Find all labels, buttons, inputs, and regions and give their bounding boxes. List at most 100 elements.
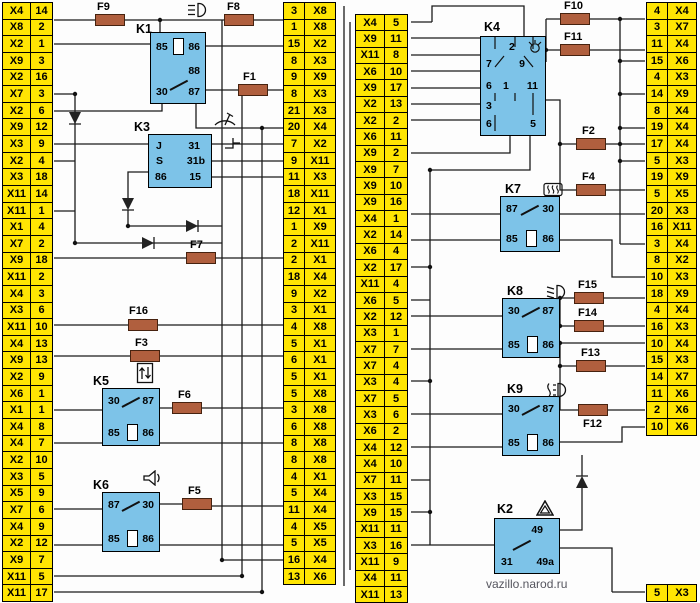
- pin-cell: X9: [304, 218, 336, 236]
- pin-cell: X1: [304, 351, 336, 370]
- relay-pin: 30: [156, 85, 168, 98]
- relay-contact: [521, 306, 541, 318]
- pin-cell: 5: [384, 389, 408, 408]
- pin-cell: X4: [667, 2, 697, 20]
- fuse-f7: [186, 252, 216, 264]
- watermark-text: vazillo.narod.ru: [486, 577, 568, 591]
- pin-cell: X4: [667, 135, 697, 153]
- pin-cell: 5: [384, 291, 408, 310]
- pin-cell: 8: [283, 434, 305, 453]
- relay-contact: [121, 396, 141, 408]
- relay-coil: [173, 38, 184, 55]
- pin-cell: X9: [667, 284, 697, 303]
- pin-cell: X3: [667, 318, 697, 336]
- pin-cell: 1: [384, 210, 408, 228]
- fuse-f1: [238, 84, 268, 96]
- pin-cell: 9: [30, 484, 53, 503]
- fuse-f15: [574, 292, 604, 304]
- pin-cell: 4: [30, 218, 53, 236]
- pin-cell: 3: [646, 234, 668, 253]
- relay-k8: 30 87 85 86: [502, 298, 560, 358]
- pin-cell: 3: [283, 2, 305, 20]
- pin-cell: 3: [283, 301, 305, 320]
- pin-cell: 18: [283, 185, 305, 203]
- relay-pin: 2: [509, 41, 515, 53]
- fuse-label-f5: F5: [188, 485, 201, 497]
- relay-k2: 49 31 49a: [494, 518, 560, 574]
- pin-cell: X8: [304, 318, 336, 336]
- pin-cell: X9: [355, 177, 385, 195]
- window-lift-icon: [136, 362, 154, 384]
- pin-cell: X4: [304, 551, 336, 569]
- pin-cell: 13: [30, 351, 53, 370]
- relay-pin: S: [156, 155, 164, 167]
- pin-cell: 8: [384, 46, 408, 65]
- pin-cell: 13: [384, 95, 408, 114]
- diode: [69, 112, 81, 124]
- pin-cell: X4: [355, 455, 385, 473]
- pin-cell: 4: [384, 242, 408, 261]
- pin-cell: X4: [355, 569, 385, 588]
- pin-cell: X9: [667, 85, 697, 103]
- relay-pin: 30: [142, 499, 154, 511]
- relay-pin: 85: [506, 232, 518, 245]
- pin-cell: X9: [2, 118, 31, 137]
- pin-cell: X9: [2, 51, 31, 70]
- pin-cell: X3: [355, 487, 385, 506]
- pin-cell: 1: [30, 401, 53, 420]
- pin-cell: 2: [384, 422, 408, 440]
- pin-cell: X3: [667, 584, 697, 602]
- pin-cell: X11: [2, 201, 31, 220]
- pin-cell: X1: [304, 251, 336, 270]
- pin-cell: X4: [355, 438, 385, 457]
- pin-cell: X11: [355, 46, 385, 65]
- fuse-f2: [576, 138, 606, 150]
- pin-cell: 12: [384, 308, 408, 326]
- pin-cell: X11: [2, 584, 31, 603]
- pin-cell: 7: [30, 551, 53, 569]
- relay-pin: 5: [530, 117, 536, 130]
- pin-cell: 5: [283, 534, 305, 553]
- pin-cell: 5: [283, 484, 305, 503]
- relay-pin: 7: [486, 58, 492, 70]
- pin-cell: 2: [283, 234, 305, 253]
- pin-cell: 15: [283, 35, 305, 53]
- pin-cell: X3: [2, 168, 31, 187]
- relay-pin: 86: [542, 232, 554, 245]
- pin-cell: X6: [2, 384, 31, 403]
- pin-cell: 2: [30, 234, 53, 253]
- pin-cell: 10: [30, 451, 53, 469]
- pin-cell: X9: [355, 504, 385, 522]
- relay-pin: 85: [508, 436, 520, 449]
- fuse-f13: [576, 360, 606, 372]
- relay-coil: [127, 424, 138, 441]
- relay-pin: 86: [142, 426, 154, 439]
- pin-cell: X3: [667, 351, 697, 370]
- relay-pin: 31b: [186, 155, 205, 167]
- relay-pin: 87: [542, 305, 554, 317]
